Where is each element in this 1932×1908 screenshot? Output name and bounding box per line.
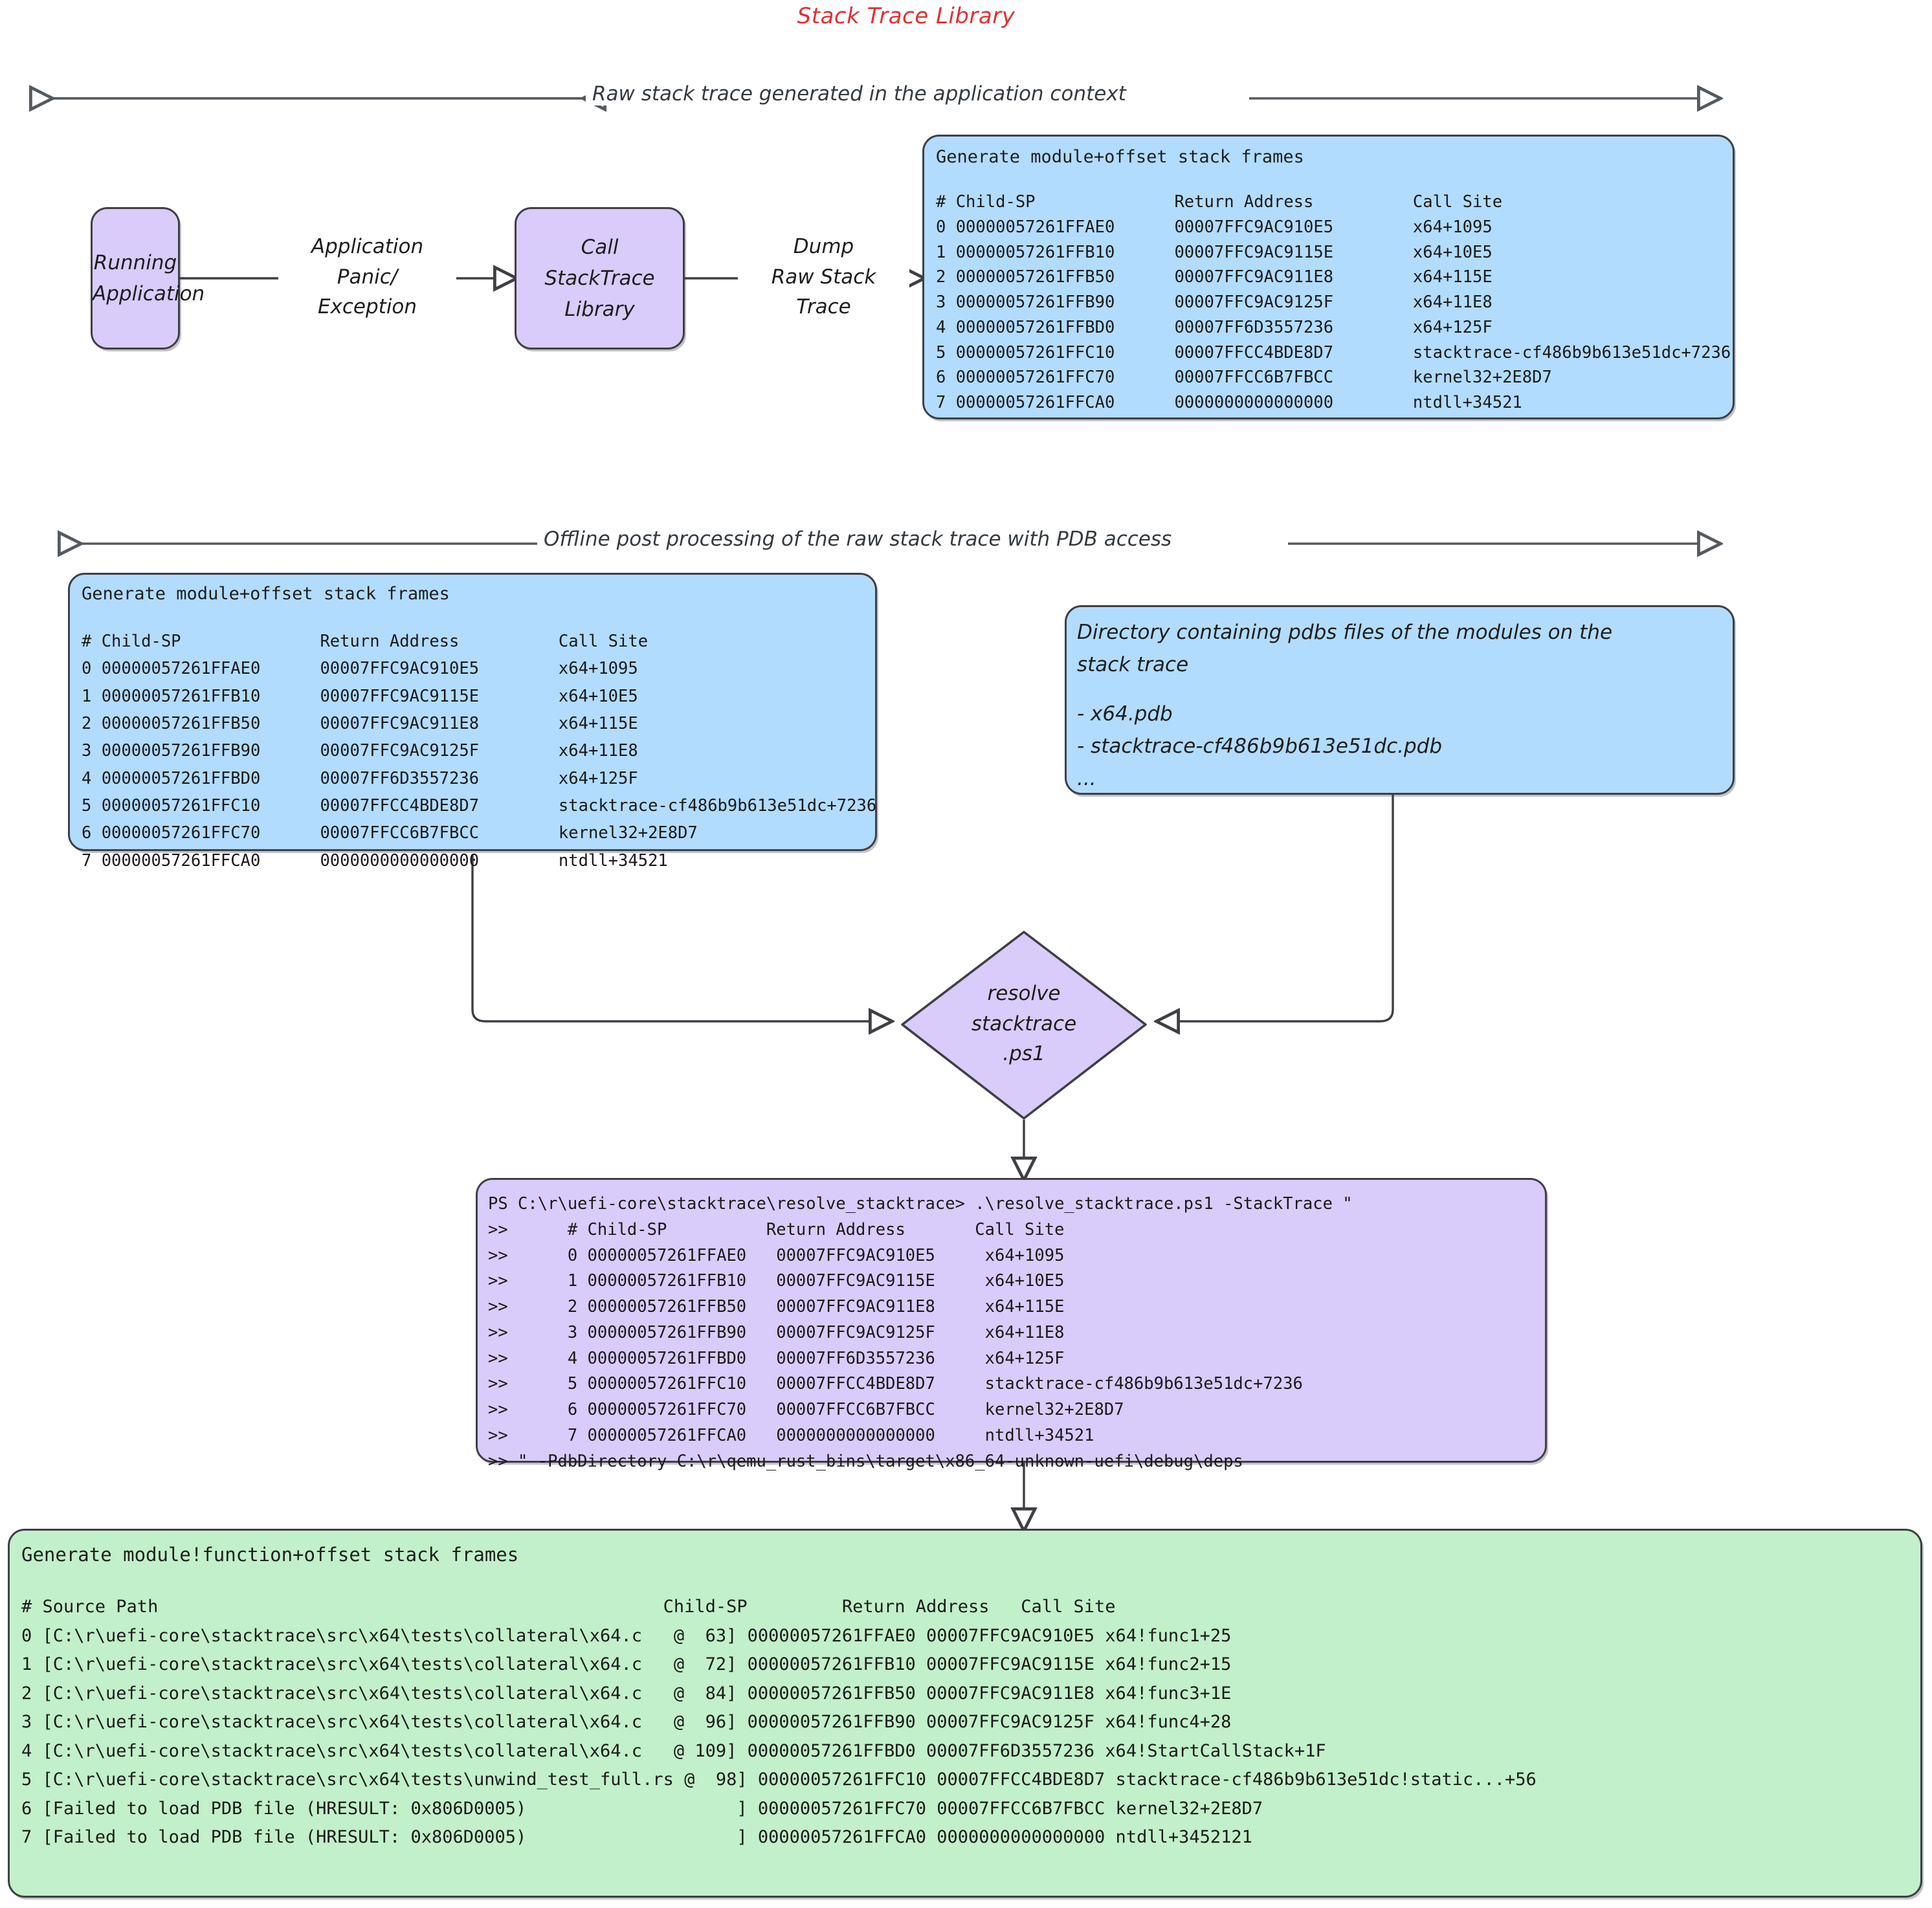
edge-pdbdir-to-resolve <box>1159 795 1394 1021</box>
note-raw-stack-trace-top-body: # Child-SP Return Address Call Site 0 00… <box>936 192 1731 412</box>
node-call-stacktrace-library-label: Call StackTrace Library <box>544 235 655 322</box>
node-running-application[interactable]: Running Application <box>91 207 205 349</box>
note-powershell-command-body: PS C:\r\uefi-core\stacktrace\resolve_sta… <box>488 1194 1353 1471</box>
bottom-divider-label: Offline post processing of the raw stack… <box>537 527 1179 551</box>
note-resolved-body: # Source Path Child-SP Return Address Ca… <box>21 1597 1537 1848</box>
note-pdb-directory-files: - x64.pdb - stacktrace-cf486b9b613e51dc.… <box>1077 702 1443 791</box>
note-powershell-command: PS C:\r\uefi-core\stacktrace\resolve_sta… <box>476 1178 1547 1471</box>
note-raw-stack-trace-top-heading: Generate module+offset stack frames <box>936 147 1304 167</box>
note-raw-stack-trace-top: Generate module+offset stack frames # Ch… <box>922 135 1735 419</box>
node-running-application-label: Running Application <box>93 250 205 305</box>
note-raw-stack-trace-mid: Generate module+offset stack frames # Ch… <box>68 573 877 871</box>
note-raw-stack-trace-mid-body: # Child-SP Return Address Call Site 0 00… <box>82 632 877 871</box>
edge-label-application-panic: Application Panic/ Exception <box>278 232 456 322</box>
edge-rawtrace-to-resolve <box>471 854 890 1021</box>
note-pdb-directory: Directory containing pdbs files of the m… <box>1065 605 1735 795</box>
note-resolved-stack-frames: Generate module!function+offset stack fr… <box>8 1529 1922 1898</box>
top-divider-label: Raw stack trace generated in the applica… <box>586 82 1133 105</box>
note-resolved-heading: Generate module!function+offset stack fr… <box>21 1544 519 1566</box>
note-pdb-directory-heading: Directory containing pdbs files of the m… <box>1077 621 1613 677</box>
node-call-stacktrace-library[interactable]: Call StackTrace Library <box>515 207 685 349</box>
note-raw-stack-trace-mid-heading: Generate module+offset stack frames <box>82 584 450 604</box>
page-title: Stack Trace Library <box>797 3 1016 29</box>
resolve-diamond-label: resolve stacktrace .ps1 <box>971 982 1077 1065</box>
edge-label-dump-raw-stack-trace: Dump Raw Stack Trace <box>738 232 909 322</box>
